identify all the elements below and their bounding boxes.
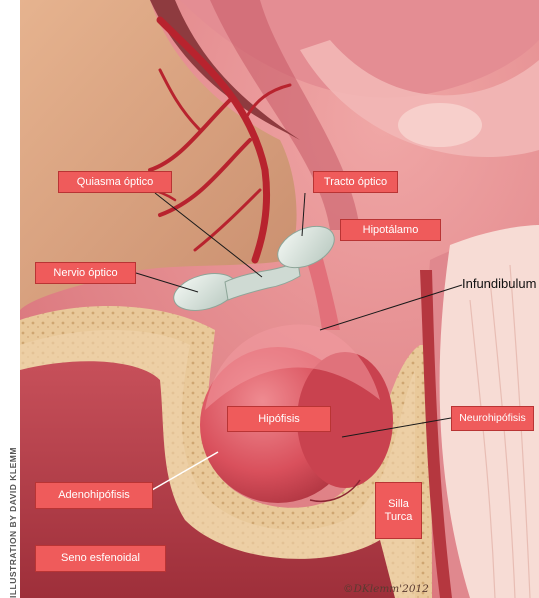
label-hipotalamo: Hipotálamo — [340, 219, 441, 241]
label-neurohipofisis: Neurohipófisis — [451, 406, 534, 431]
illustrator-credit: ILLUSTRATION BY DAVID KLEMM — [8, 447, 18, 598]
label-hipofisis: Hipófisis — [227, 406, 331, 432]
label-tracto-optico: Tracto óptico — [313, 171, 398, 193]
label-infundibulum: Infundibulum — [462, 276, 536, 291]
third-ventricle — [398, 103, 482, 147]
label-nervio-optico: Nervio óptico — [35, 262, 136, 284]
artist-signature: ©DKlemm'2012 — [343, 583, 429, 595]
label-seno-esfenoidal: Seno esfenoidal — [35, 545, 166, 572]
label-silla-turca: Silla Turca — [375, 482, 422, 539]
label-quiasma-optico: Quiasma óptico — [58, 171, 172, 193]
label-adenohipofisis: Adenohipófisis — [35, 482, 153, 509]
